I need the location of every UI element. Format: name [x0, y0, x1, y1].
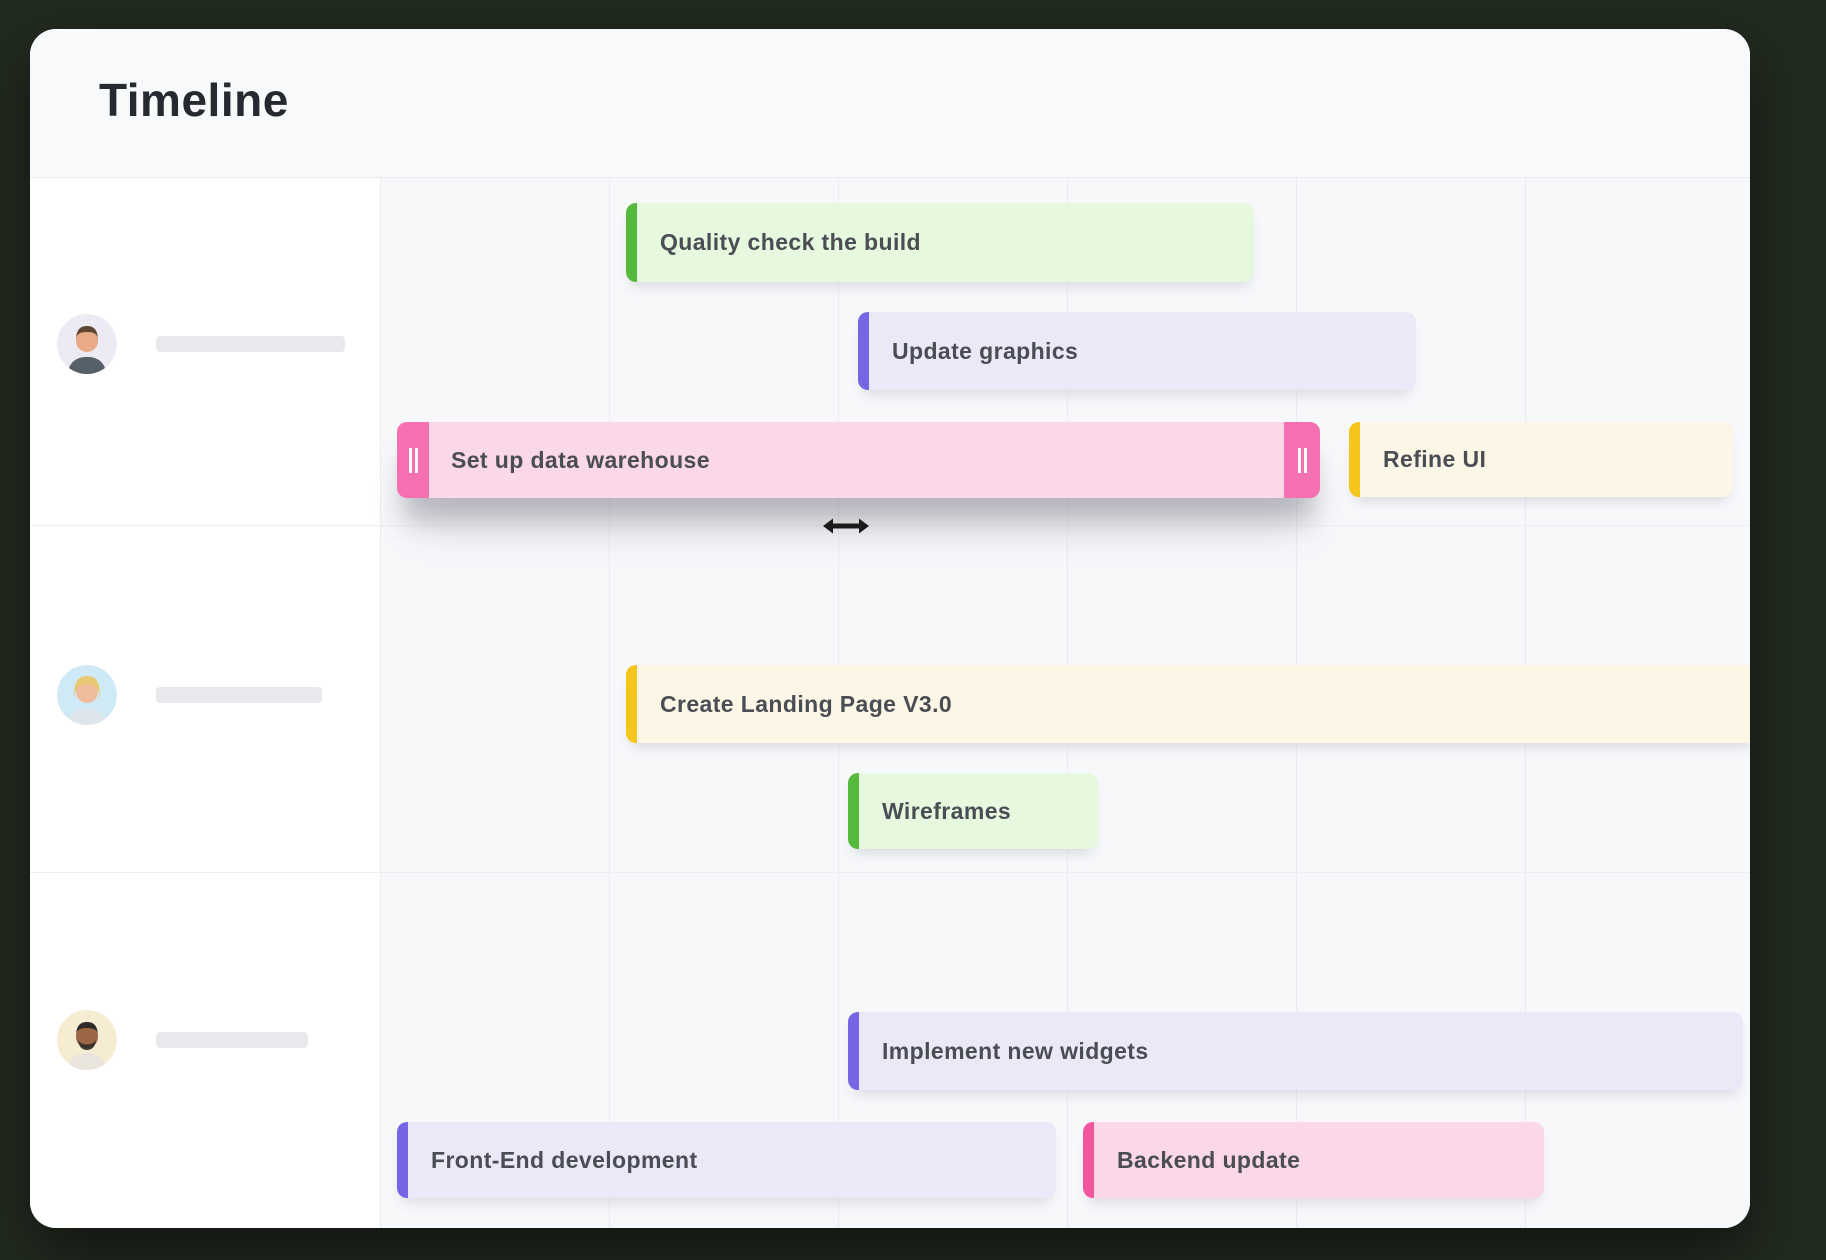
- task-accent: [397, 1122, 408, 1198]
- task-bar-data-warehouse[interactable]: Set up data warehouse: [397, 422, 1320, 498]
- task-bar-backend-update[interactable]: Backend update: [1083, 1122, 1544, 1198]
- task-label: Update graphics: [892, 337, 1079, 364]
- grid-line: [609, 178, 610, 1228]
- avatar: [57, 314, 117, 374]
- task-label: Quality check the build: [660, 229, 921, 255]
- row-divider: [30, 525, 1750, 526]
- member-row-1[interactable]: [57, 314, 117, 374]
- card-header: Timeline: [30, 29, 1750, 178]
- task-accent: [848, 1012, 859, 1090]
- grip-icon: [1297, 447, 1307, 473]
- avatar: [57, 665, 117, 725]
- task-label: Create Landing Page V3.0: [660, 690, 953, 717]
- task-accent: [858, 312, 869, 390]
- task-label: Backend update: [1117, 1146, 1301, 1173]
- task-label: Set up data warehouse: [451, 446, 710, 473]
- task-accent: [1083, 1122, 1094, 1198]
- task-label: Wireframes: [882, 797, 1012, 824]
- horizontal-resize-cursor-icon: [823, 518, 869, 534]
- member-name-placeholder: [156, 1032, 308, 1048]
- page-title: Timeline: [99, 74, 289, 126]
- member-name-placeholder: [156, 687, 322, 703]
- task-bar-implement-widgets[interactable]: Implement new widgets: [848, 1012, 1743, 1090]
- task-label: Front-End development: [431, 1146, 698, 1173]
- task-accent: [626, 203, 637, 282]
- task-accent: [848, 773, 859, 849]
- resize-handle-left[interactable]: [397, 422, 429, 498]
- task-bar-frontend-dev[interactable]: Front-End development: [397, 1122, 1056, 1198]
- member-name-placeholder: [156, 336, 345, 352]
- task-accent: [626, 665, 637, 743]
- task-bar-update-graphics[interactable]: Update graphics: [858, 312, 1416, 390]
- avatar: [57, 1010, 117, 1070]
- grip-icon: [408, 447, 418, 473]
- task-accent: [1349, 422, 1360, 497]
- task-bar-refine-ui[interactable]: Refine UI: [1349, 422, 1733, 497]
- task-label: Refine UI: [1383, 446, 1487, 472]
- timeline-card: Timeline: [30, 29, 1750, 1228]
- task-bar-wireframes[interactable]: Wireframes: [848, 773, 1098, 849]
- task-label: Implement new widgets: [882, 1037, 1149, 1064]
- row-divider: [30, 872, 1750, 873]
- timeline-board: Quality check the build Update graphics …: [30, 178, 1750, 1228]
- task-body[interactable]: Set up data warehouse: [429, 422, 1284, 498]
- member-row-2[interactable]: [57, 665, 117, 725]
- member-row-3[interactable]: [57, 1010, 117, 1070]
- task-bar-quality-check[interactable]: Quality check the build: [626, 203, 1254, 282]
- resize-handle-right[interactable]: [1284, 422, 1320, 498]
- task-bar-landing-page[interactable]: Create Landing Page V3.0: [626, 665, 1750, 743]
